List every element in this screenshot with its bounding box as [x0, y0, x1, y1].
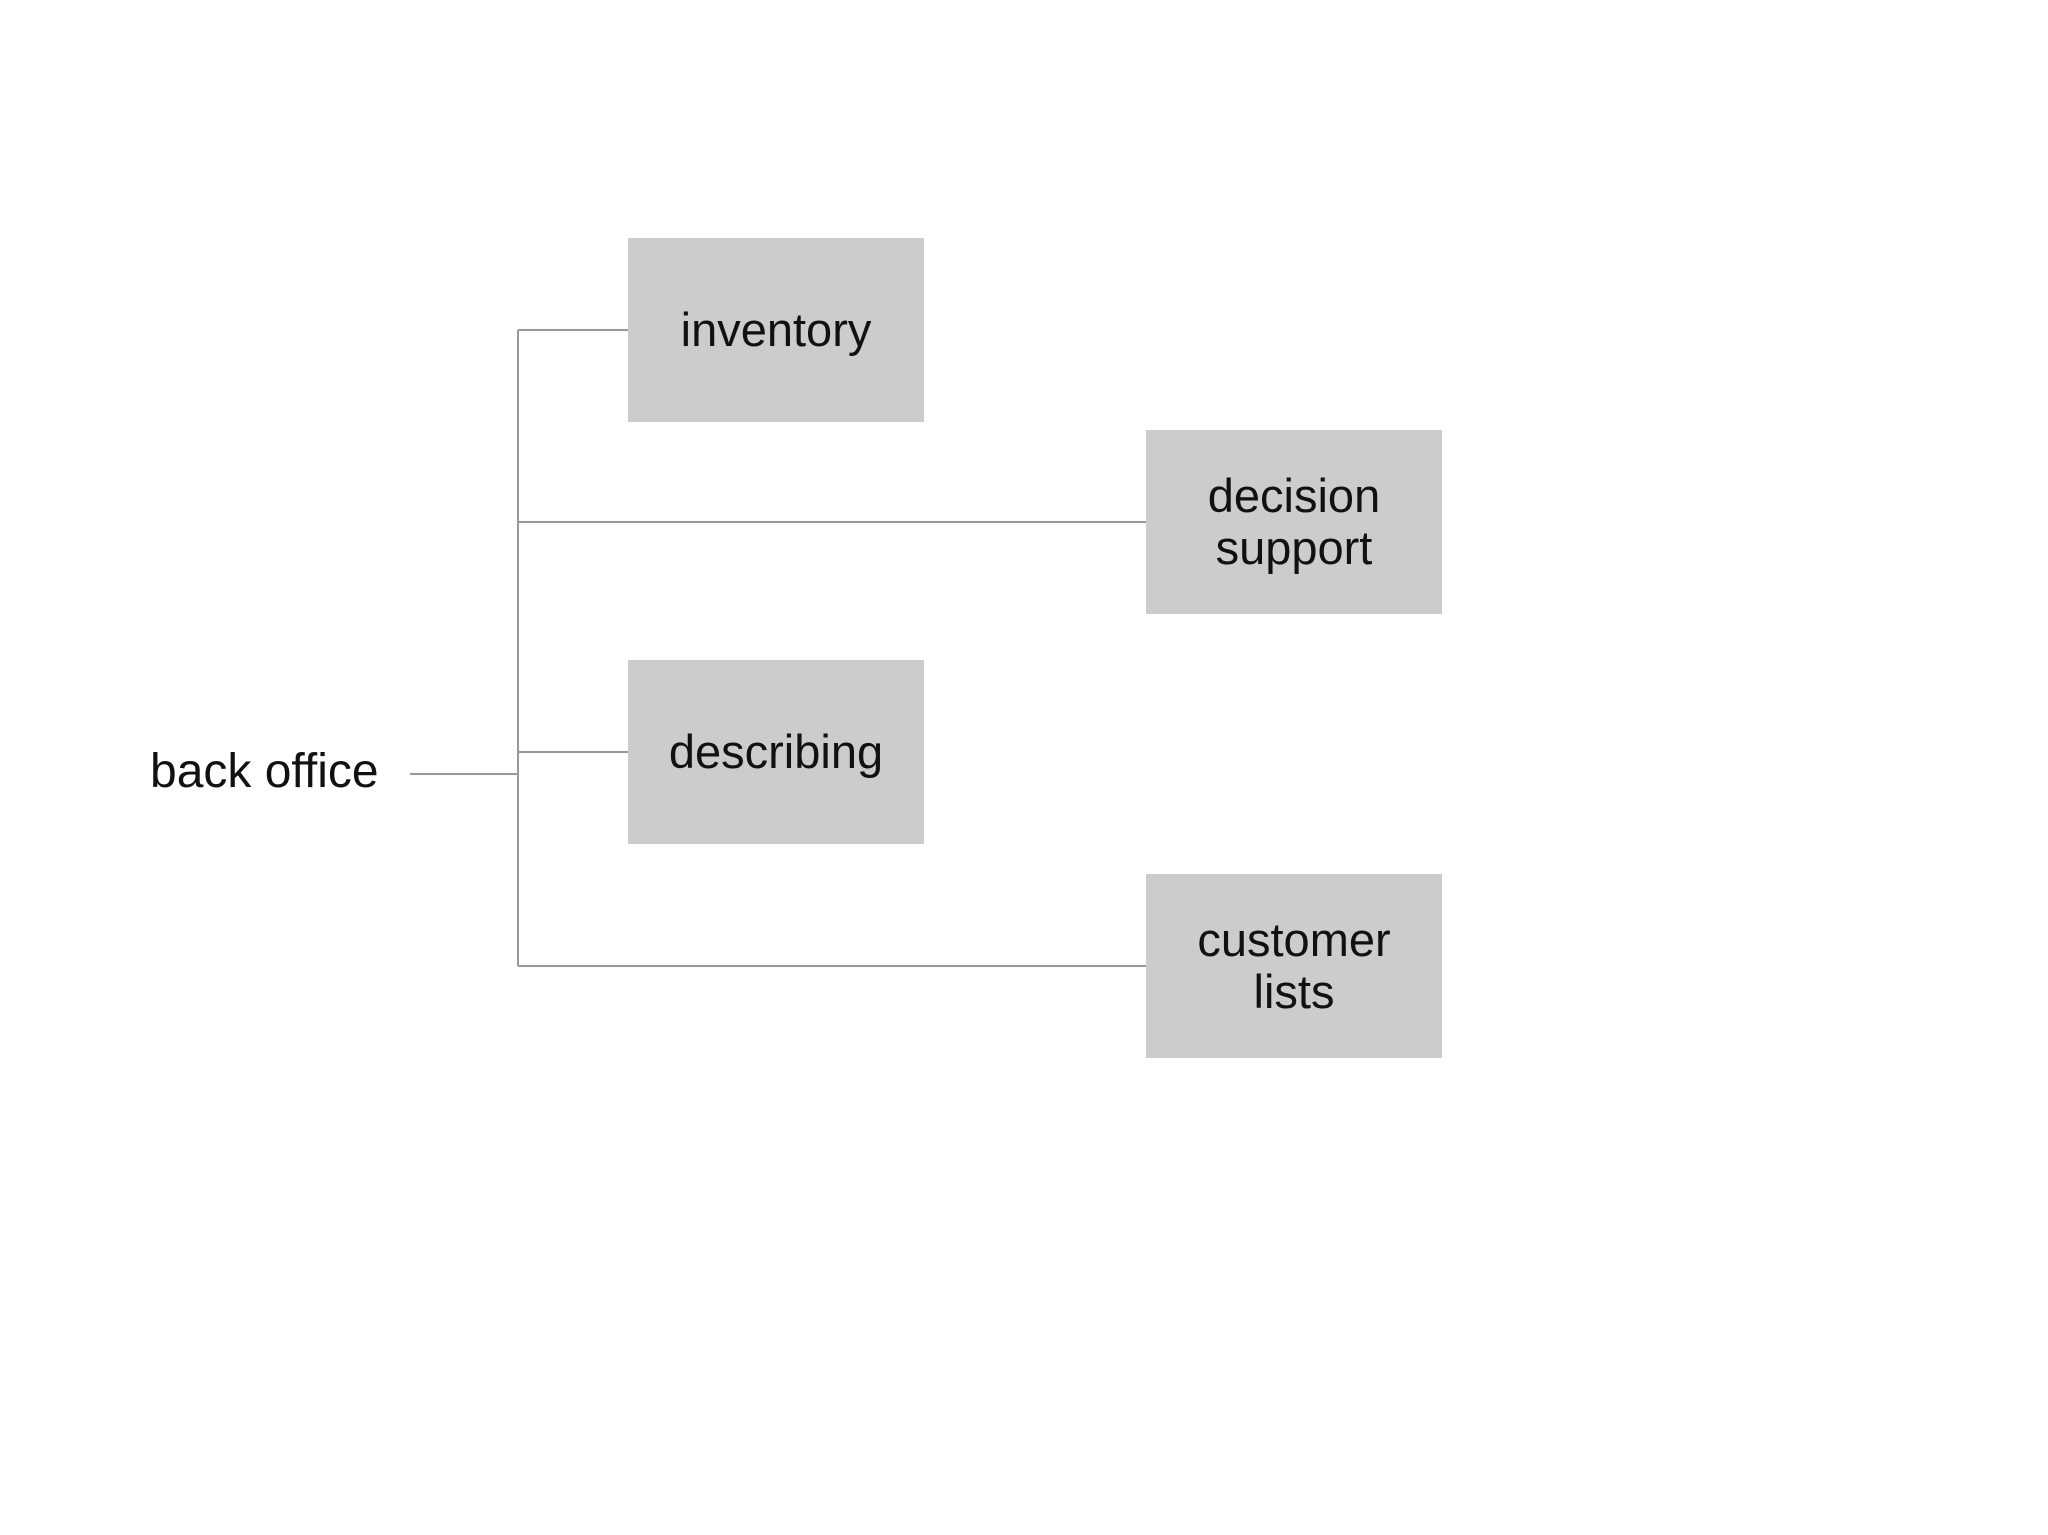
root-node-label: back office — [150, 745, 379, 798]
node-customer-lists: customer lists — [1146, 874, 1442, 1058]
node-decision-support-label: decision support — [1207, 469, 1381, 574]
node-inventory: inventory — [628, 238, 924, 422]
node-inventory-label: inventory — [680, 303, 872, 356]
node-describing: describing — [628, 660, 924, 844]
node-decision-support: decision support — [1146, 430, 1442, 614]
node-customer-lists-label: customer lists — [1197, 913, 1391, 1018]
node-describing-label: describing — [668, 725, 884, 778]
